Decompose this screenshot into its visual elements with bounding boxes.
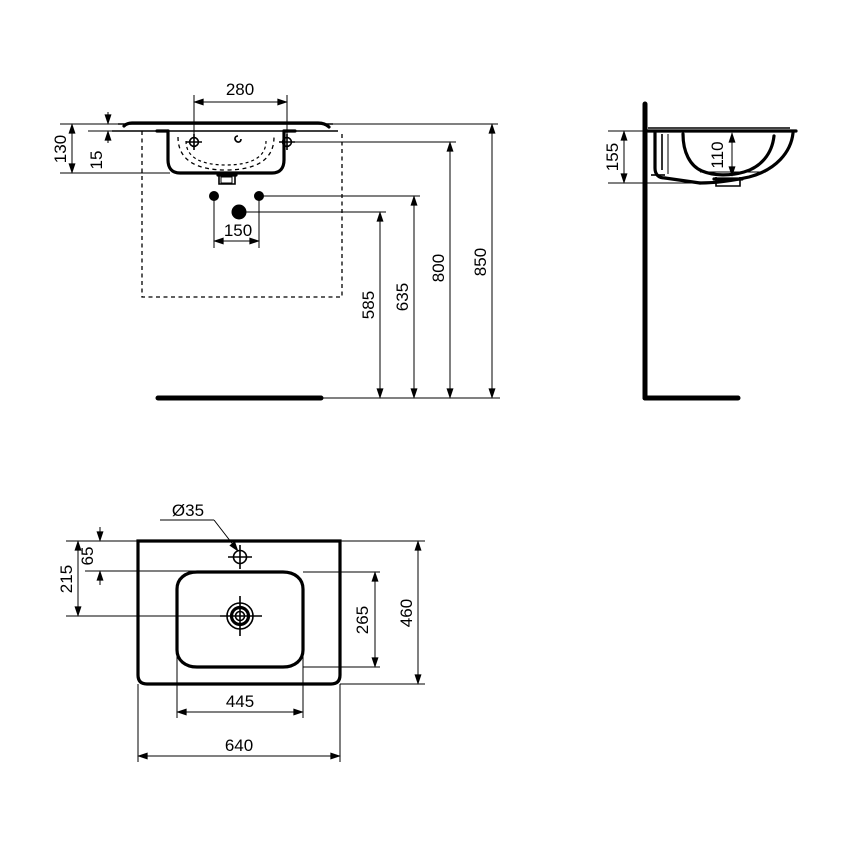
dim-635-label: 635	[393, 283, 412, 311]
side-elevation-view: 155 110	[603, 101, 798, 401]
dim-585: 585	[239, 211, 386, 399]
dim-110-label: 110	[708, 141, 727, 168]
dim-280: 280	[193, 80, 288, 138]
dim-15-label: 15	[87, 151, 106, 170]
front-overflow-slot	[234, 135, 242, 143]
dim-130-label: 130	[51, 135, 70, 163]
side-wall-floor-line	[642, 101, 741, 401]
callout-dia35-label: Ø35	[172, 501, 204, 520]
dim-110: 110	[708, 132, 736, 177]
dim-850-label: 850	[471, 248, 490, 276]
dim-280-label: 280	[226, 80, 254, 99]
front-vanity-dashed-outline	[141, 131, 343, 298]
dim-800: 800	[287, 141, 456, 399]
dim-150: 150	[213, 196, 260, 248]
plan-taphole	[228, 545, 252, 569]
dim-635: 635	[259, 195, 420, 399]
dim-215: 215	[57, 540, 236, 617]
dim-585-label: 585	[359, 291, 378, 319]
dim-445: 445	[176, 589, 304, 718]
dim-155: 155	[603, 130, 706, 184]
dim-800-label: 800	[429, 254, 448, 282]
dim-265: 265	[303, 571, 380, 668]
plan-basin-outline	[136, 539, 342, 686]
dim-850: 850	[112, 123, 498, 399]
plan-view: Ø35 65 215 265 460	[57, 501, 425, 762]
callout-dia35: Ø35	[160, 501, 239, 552]
dim-640-label: 640	[225, 736, 253, 755]
dim-215-label: 215	[57, 565, 76, 593]
dim-460: 460	[340, 540, 425, 685]
dim-445-label: 445	[226, 692, 254, 711]
dim-150-label: 150	[224, 221, 252, 240]
dim-640: 640	[137, 684, 341, 762]
dim-265-label: 265	[353, 606, 372, 634]
dim-155-label: 155	[603, 143, 622, 171]
plan-waste-outlet	[220, 596, 262, 636]
dim-460-label: 460	[397, 599, 416, 627]
dim-65-label: 65	[78, 547, 97, 566]
front-elevation-view: 280 130 15 150	[51, 80, 500, 401]
